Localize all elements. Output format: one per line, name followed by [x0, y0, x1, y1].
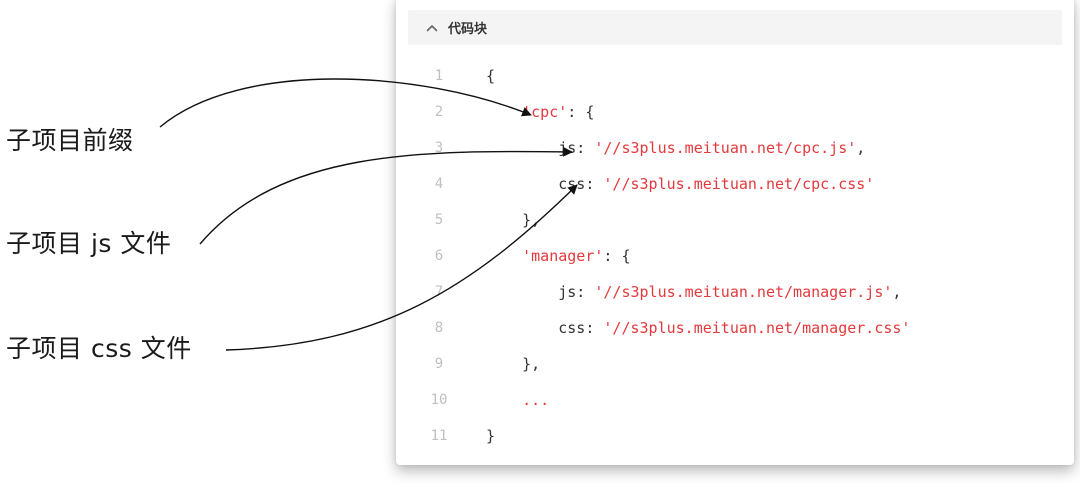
line-number: 7: [434, 284, 444, 300]
annotation-js-label: 子项目 js 文件: [6, 229, 172, 258]
code-indent: [486, 283, 558, 301]
code-block-card: 代码块 1{2 'cpc': {3 js: '//s3plus.meituan.…: [396, 0, 1074, 465]
chevron-up-icon[interactable]: [422, 18, 442, 38]
code-text: 'cpc': {: [486, 94, 594, 130]
code-line: 5 },: [396, 202, 1074, 238]
code-text: },: [486, 202, 540, 238]
code-string: '//s3plus.meituan.net/cpc.css': [603, 175, 875, 193]
line-number: 9: [434, 356, 444, 372]
code-text: ...: [486, 382, 549, 418]
code-line: 10 ...: [396, 382, 1074, 418]
code-token: ,: [892, 283, 902, 301]
code-line: 1{: [396, 58, 1074, 94]
code-text: js: '//s3plus.meituan.net/manager.js',: [486, 274, 901, 310]
code-body: 1{2 'cpc': {3 js: '//s3plus.meituan.net/…: [396, 58, 1074, 454]
line-number: 8: [434, 320, 444, 336]
code-indent: [486, 211, 522, 229]
code-indent: [486, 319, 558, 337]
line-number: 2: [434, 104, 444, 120]
line-number: 4: [434, 176, 444, 192]
code-token: js:: [558, 283, 595, 301]
code-text: css: '//s3plus.meituan.net/cpc.css': [486, 166, 874, 202]
code-text: },: [486, 346, 540, 382]
code-line: 11}: [396, 418, 1074, 454]
code-string: ...: [522, 391, 550, 409]
code-string: 'manager': [522, 247, 604, 265]
line-number: 11: [430, 428, 448, 444]
code-string: '//s3plus.meituan.net/cpc.js': [594, 139, 857, 157]
code-indent: [486, 247, 522, 265]
code-indent: [486, 175, 558, 193]
code-text: js: '//s3plus.meituan.net/cpc.js',: [486, 130, 865, 166]
code-text: {: [486, 58, 495, 94]
code-line: 2 'cpc': {: [396, 94, 1074, 130]
code-string: 'cpc': [522, 103, 568, 121]
code-token: ,: [856, 139, 866, 157]
code-line: 8 css: '//s3plus.meituan.net/manager.css…: [396, 310, 1074, 346]
code-token: },: [522, 355, 541, 373]
code-token: : {: [567, 103, 595, 121]
code-text: 'manager': {: [486, 238, 631, 274]
line-number: 10: [430, 392, 448, 408]
code-block-header[interactable]: 代码块: [408, 10, 1062, 45]
code-text: css: '//s3plus.meituan.net/manager.css': [486, 310, 910, 346]
code-token: css:: [558, 319, 604, 337]
code-token: },: [522, 211, 541, 229]
code-indent: [486, 103, 522, 121]
code-token: js:: [558, 139, 595, 157]
code-line: 6 'manager': {: [396, 238, 1074, 274]
code-text: }: [486, 418, 495, 454]
code-string: '//s3plus.meituan.net/manager.js': [594, 283, 893, 301]
code-token: {: [486, 67, 496, 85]
annotation-css-label: 子项目 css 文件: [6, 334, 192, 363]
line-number: 3: [434, 140, 444, 156]
line-number: 6: [434, 248, 444, 264]
code-block-title: 代码块: [448, 22, 488, 37]
code-token: }: [486, 427, 496, 445]
code-line: 4 css: '//s3plus.meituan.net/cpc.css': [396, 166, 1074, 202]
code-line: 3 js: '//s3plus.meituan.net/cpc.js',: [396, 130, 1074, 166]
code-indent: [486, 355, 522, 373]
code-line: 9 },: [396, 346, 1074, 382]
code-indent: [486, 391, 522, 409]
code-indent: [486, 139, 558, 157]
code-string: '//s3plus.meituan.net/manager.css': [603, 319, 911, 337]
code-line: 7 js: '//s3plus.meituan.net/manager.js',: [396, 274, 1074, 310]
line-number: 5: [434, 212, 444, 228]
line-number: 1: [434, 68, 444, 84]
code-token: : {: [603, 247, 631, 265]
annotation-prefix-label: 子项目前缀: [6, 126, 134, 155]
code-token: css:: [558, 175, 604, 193]
